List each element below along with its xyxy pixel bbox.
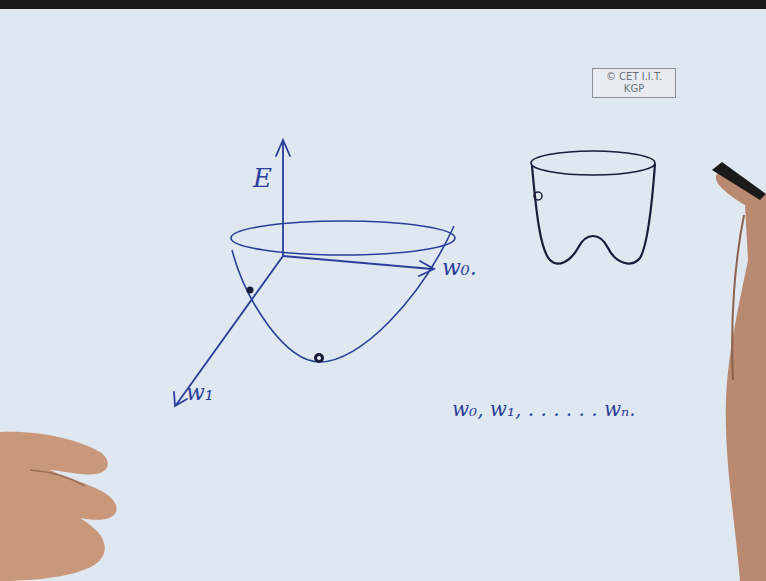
two-minima-bowl [531, 151, 655, 264]
hands [0, 162, 766, 581]
local-point [534, 192, 542, 200]
axis-label: w₁ [186, 381, 214, 405]
stamp-box: © CET I.I.T. KGP [592, 68, 676, 98]
bowl-surface [231, 221, 455, 362]
minimum-point [314, 353, 324, 363]
axis-label: w₀, w₁, . . . . . . wₙ. [452, 398, 636, 420]
axis-label: w₀. [442, 256, 477, 280]
axes [174, 140, 434, 406]
axis-label: E [253, 164, 272, 193]
minimum-point [317, 356, 321, 360]
top-edge [0, 0, 766, 9]
weight-point [247, 287, 254, 294]
stamp-text: © CET I.I.T. KGP [599, 71, 669, 95]
